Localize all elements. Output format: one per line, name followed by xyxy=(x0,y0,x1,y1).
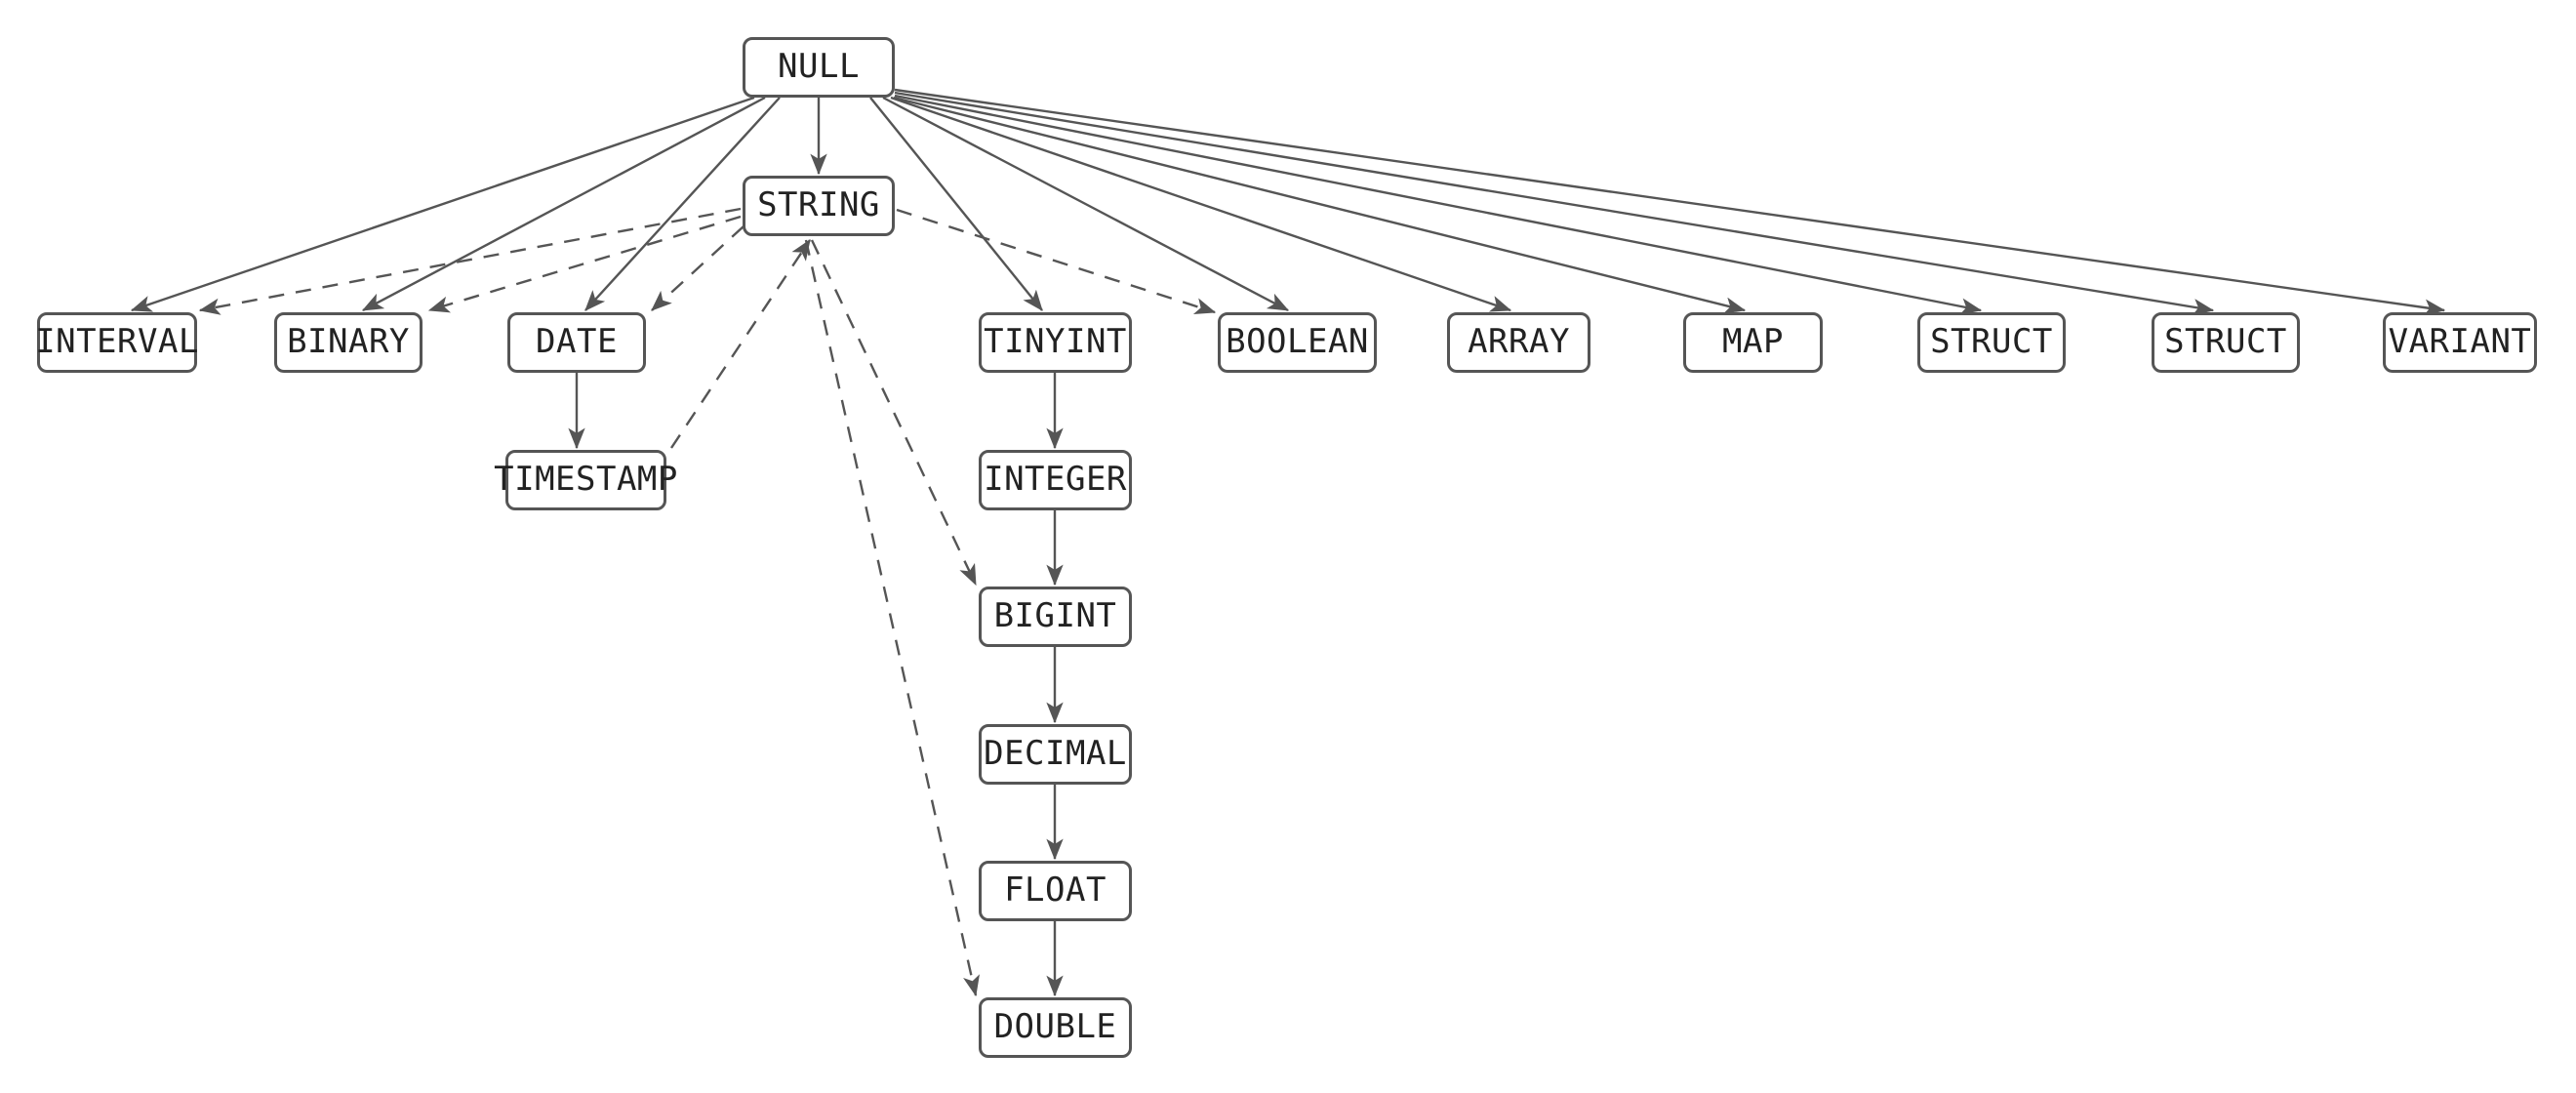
node-label: TINYINT xyxy=(984,322,1127,361)
edge-string-to-double xyxy=(804,239,980,997)
node-struct1[interactable]: STRUCT xyxy=(1917,312,2066,373)
node-binary[interactable]: BINARY xyxy=(274,312,423,373)
node-label: DATE xyxy=(536,322,618,361)
node-bigint[interactable]: BIGINT xyxy=(979,587,1132,647)
node-null[interactable]: NULL xyxy=(743,37,895,98)
node-label: DOUBLE xyxy=(993,1007,1117,1046)
node-tinyint[interactable]: TINYINT xyxy=(979,312,1132,373)
node-variant[interactable]: VARIANT xyxy=(2383,312,2537,373)
node-label: ARRAY xyxy=(1468,322,1570,361)
node-label: NULL xyxy=(778,47,860,86)
node-label: STRING xyxy=(757,185,880,224)
node-float[interactable]: FLOAT xyxy=(979,861,1132,921)
node-array[interactable]: ARRAY xyxy=(1447,312,1590,373)
node-struct2[interactable]: STRUCT xyxy=(2152,312,2300,373)
node-map[interactable]: MAP xyxy=(1683,312,1823,373)
node-label: STRUCT xyxy=(1930,322,2053,361)
node-label: TIMESTAMP xyxy=(494,460,678,499)
node-decimal[interactable]: DECIMAL xyxy=(979,724,1132,785)
edge-string-to-binary xyxy=(427,215,742,313)
node-label: INTERVAL xyxy=(35,322,199,361)
node-label: STRUCT xyxy=(2164,322,2287,361)
edge-null-to-struct1 xyxy=(894,94,1983,315)
edge-string-to-interval xyxy=(198,207,742,315)
edge-string-to-boolean xyxy=(896,208,1217,314)
node-label: BINARY xyxy=(287,322,410,361)
edge-null-to-map xyxy=(893,96,1747,314)
edge-null-to-boolean xyxy=(882,96,1290,312)
node-label: INTEGER xyxy=(984,460,1127,499)
node-string[interactable]: STRING xyxy=(743,176,895,236)
edge-null-to-struct2 xyxy=(894,91,2215,316)
node-label: DECIMAL xyxy=(984,734,1127,773)
node-timestamp[interactable]: TIMESTAMP xyxy=(494,450,677,510)
node-integer[interactable]: INTEGER xyxy=(979,450,1132,510)
node-label: VARIANT xyxy=(2388,322,2532,361)
edge-string-to-timestamp xyxy=(670,239,811,449)
edge-string-to-bigint xyxy=(810,239,978,587)
edge-string-to-date xyxy=(651,225,745,311)
node-interval[interactable]: INTERVAL xyxy=(35,312,199,373)
node-label: BOOLEAN xyxy=(1226,322,1369,361)
edge-null-to-variant xyxy=(894,88,2446,316)
node-label: MAP xyxy=(1722,322,1784,361)
node-label: FLOAT xyxy=(1004,870,1107,910)
node-boolean[interactable]: BOOLEAN xyxy=(1218,312,1377,373)
node-label: BIGINT xyxy=(993,596,1117,635)
edge-null-to-binary xyxy=(361,96,766,312)
edge-null-to-array xyxy=(890,96,1512,312)
node-date[interactable]: DATE xyxy=(507,312,646,373)
edge-null-to-tinyint xyxy=(869,97,1043,311)
edge-null-to-interval xyxy=(130,96,755,312)
node-double[interactable]: DOUBLE xyxy=(979,997,1132,1058)
